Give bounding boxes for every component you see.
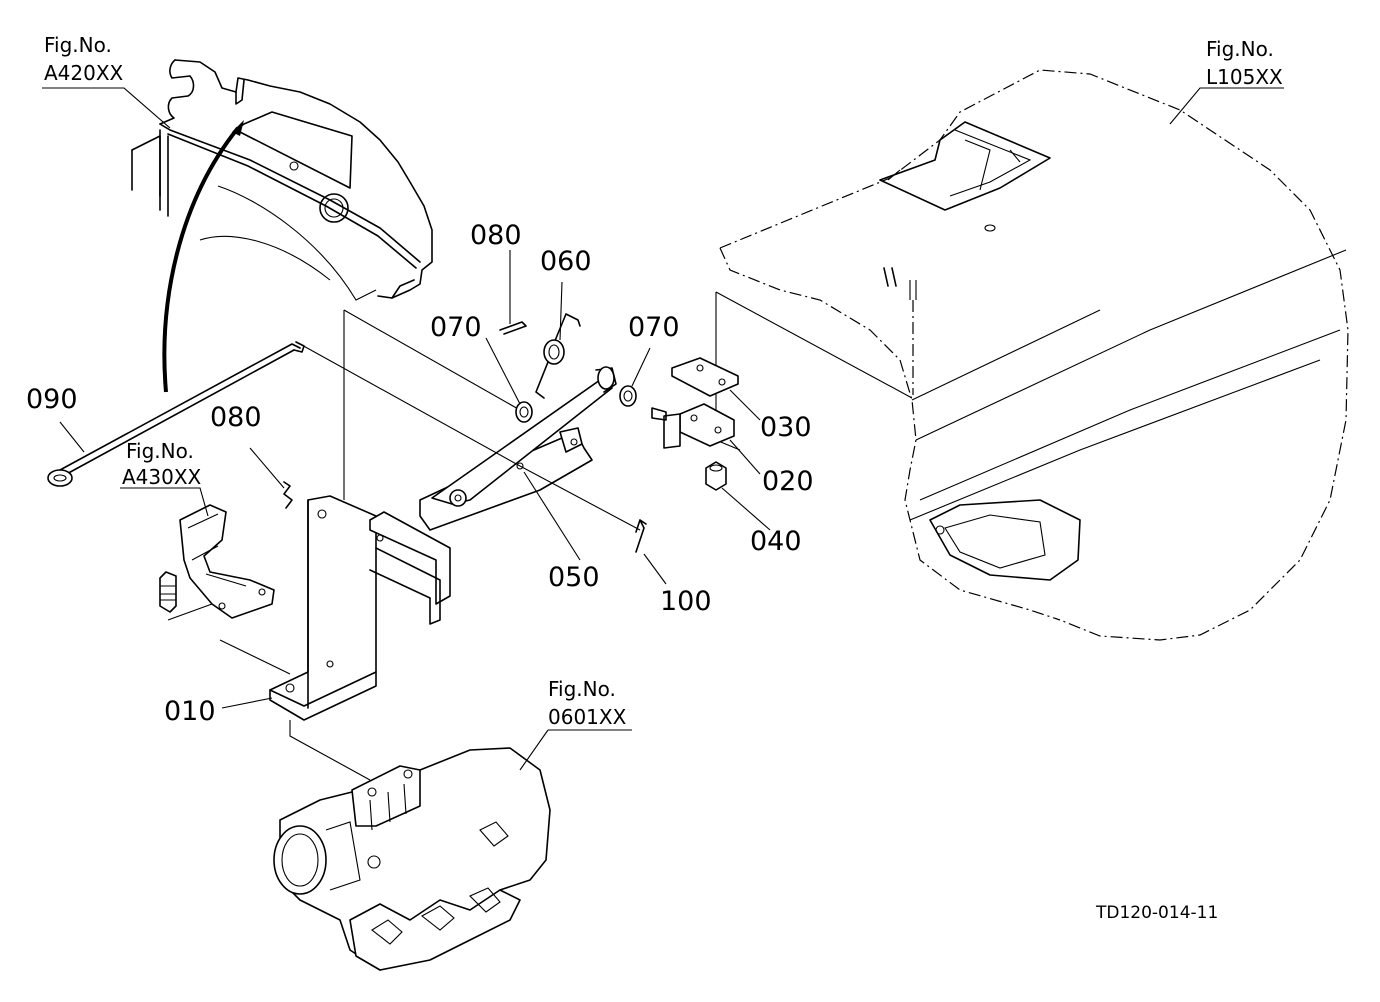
fig-ref-a430-label: Fig.No. xyxy=(126,439,194,463)
bracket-a430-part xyxy=(159,504,275,619)
part-label-080-left[interactable]: 080 xyxy=(210,402,262,433)
part-label-070-right[interactable]: 070 xyxy=(628,312,680,343)
part-label-050[interactable]: 050 xyxy=(548,562,600,593)
lever-part-050 xyxy=(299,343,641,531)
washer-part-070-left xyxy=(515,401,533,423)
fig-ref-a430-code[interactable]: A430XX xyxy=(122,465,202,489)
clip-part-080-left xyxy=(283,481,293,509)
part-label-060[interactable]: 060 xyxy=(540,246,592,277)
plate-part-030 xyxy=(671,357,739,397)
connection-arrow-head xyxy=(232,120,244,136)
bracket-part-020 xyxy=(651,403,735,449)
part-label-090[interactable]: 090 xyxy=(26,384,78,415)
fig-ref-l105-label: Fig.No. xyxy=(1206,37,1274,61)
fig-ref-a420-code[interactable]: A420XX xyxy=(44,61,124,85)
hood-part xyxy=(715,69,1349,641)
fig-ref-l105-code[interactable]: L105XX xyxy=(1206,65,1283,89)
fig-ref-a420-label: Fig.No. xyxy=(44,33,112,57)
part-label-070-left[interactable]: 070 xyxy=(430,312,482,343)
part-label-040[interactable]: 040 xyxy=(750,526,802,557)
spring-part-060 xyxy=(535,313,581,399)
clip-part-080-upper xyxy=(499,321,527,335)
fig-ref-0601-label: Fig.No. xyxy=(548,677,616,701)
part-label-100[interactable]: 100 xyxy=(660,586,712,617)
fig-ref-0601-code[interactable]: 0601XX xyxy=(548,705,627,729)
pin-part-100 xyxy=(635,519,647,553)
part-label-030[interactable]: 030 xyxy=(760,412,812,443)
main-bracket-010 xyxy=(269,309,521,721)
manifold-part xyxy=(273,720,551,971)
washer-part-070-right xyxy=(619,385,637,407)
part-label-080-upper[interactable]: 080 xyxy=(470,220,522,251)
leader-lines xyxy=(42,87,1284,771)
drawing-code: TD120-014-11 xyxy=(1095,903,1218,923)
connection-arrow-curve xyxy=(162,126,240,393)
nut-part-040 xyxy=(705,461,727,491)
part-label-010[interactable]: 010 xyxy=(164,696,216,727)
part-label-020[interactable]: 020 xyxy=(762,466,814,497)
fan-shroud-part xyxy=(131,59,433,301)
rod-part-090 xyxy=(47,341,305,487)
